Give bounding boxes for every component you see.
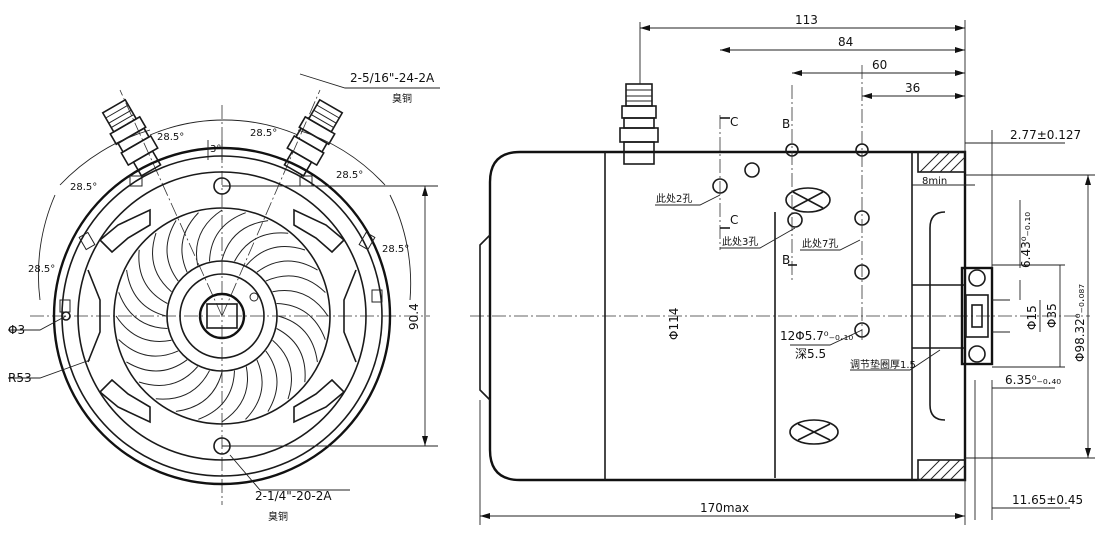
fan-blade <box>276 303 326 340</box>
thread-top-note: 臭铜 <box>392 92 412 105</box>
fan-blade <box>155 370 210 400</box>
fan-blade <box>234 232 289 262</box>
fan-blade <box>138 249 168 304</box>
fan-blade <box>175 371 223 412</box>
note-gasket: 调节垫圈厚1.5 <box>850 358 916 371</box>
flange-hatch-bottom <box>919 459 966 481</box>
fan-blade <box>181 212 199 273</box>
dim-84: 84 <box>838 35 853 49</box>
fan-blade <box>198 370 235 420</box>
depth-label: 深5.5 <box>795 347 826 361</box>
note-7holes: 此处7孔 <box>802 237 838 250</box>
fan-blade <box>245 359 263 420</box>
fan-blades <box>115 209 329 423</box>
fan-blade <box>265 350 278 412</box>
fan-blade <box>115 315 172 342</box>
dim-length: 170max <box>700 501 749 515</box>
fan-blade <box>272 339 292 400</box>
fan-blade <box>245 246 306 266</box>
fan-blade <box>196 209 223 266</box>
small-angle-label: 3° <box>210 144 221 155</box>
fan-blade <box>126 269 167 317</box>
section-c-top: C <box>730 115 738 129</box>
hub-circle <box>179 273 265 359</box>
dim-dia98: Φ98.32⁰₋₀.₀₈₇ <box>1073 284 1087 362</box>
fan-blade <box>126 359 188 372</box>
hole-label: Φ3 <box>8 323 25 337</box>
dim-dia35: Φ35 <box>1045 303 1059 328</box>
rotor-outer-circle <box>113 207 331 425</box>
shaft-keyway <box>206 303 238 329</box>
fan-blade <box>221 220 269 261</box>
fan-blade <box>265 275 326 293</box>
front-view: 28.5° 28.5° 28.5° 28.5° 28.5° 28.5° 3° 2… <box>8 71 440 523</box>
dim-36: 36 <box>905 81 920 95</box>
dim-60: 60 <box>872 58 887 72</box>
holes-12: 12Φ5.7⁰₋₀.₁₀ <box>780 329 853 343</box>
commutator-circle <box>166 260 278 372</box>
flange-hatch-top <box>919 151 966 173</box>
section-b-bottom: B <box>782 253 790 267</box>
fan-blade <box>152 232 172 293</box>
radius-label: R53 <box>8 371 32 385</box>
small-hole <box>249 292 259 302</box>
angle-label-far-left: 28.5° <box>28 264 55 275</box>
dim-8min: 8min <box>922 176 947 187</box>
angle-label-top-left: 28.5° <box>157 132 184 143</box>
dim-dia15: Φ15 <box>1025 305 1039 330</box>
angle-label-left: 28.5° <box>70 182 97 193</box>
dim-1165: 11.65±0.45 <box>1012 493 1083 507</box>
dim-113: 113 <box>795 13 818 27</box>
fan-blade <box>118 339 179 357</box>
thread-bottom-note: 臭铜 <box>268 510 288 523</box>
thread-top-label: 2-5/16"-24-2A <box>350 71 435 85</box>
motor-body <box>488 150 967 482</box>
fan-blade <box>166 220 179 282</box>
fan-blade <box>276 328 306 383</box>
side-view: 113 84 60 36 170max 2.77±0.127 8min 6.43… <box>470 13 1095 525</box>
shaft-circle <box>198 292 246 340</box>
fan-blade <box>272 290 329 317</box>
angle-label-right: 28.5° <box>336 170 363 181</box>
section-b-top: B <box>782 117 790 131</box>
stator-circle <box>77 171 367 461</box>
fan-blade <box>209 212 246 262</box>
pole-pieces <box>87 208 357 424</box>
thread-bottom-label: 2-1/4"-20-2A <box>255 489 332 503</box>
dim-dia114: Φ114 <box>667 308 681 340</box>
fan-blade <box>256 260 318 273</box>
angle-label-top: 28.5° <box>250 128 277 139</box>
note-3holes: 此处3孔 <box>722 235 758 248</box>
height-dim-label: 90.4 <box>407 303 421 330</box>
note-2holes: 此处2孔 <box>656 192 692 205</box>
dim-flange: 2.77±0.127 <box>1010 128 1081 142</box>
dim-643: 6.43⁰₋₀.₁₀ <box>1019 212 1033 268</box>
dim-635: 6.35⁰₋₀.₄₀ <box>1005 373 1061 387</box>
fan-blade <box>221 366 248 423</box>
terminal-post-right <box>283 98 344 177</box>
side-terminal-post <box>619 83 659 165</box>
bearing <box>960 266 994 366</box>
fan-blade <box>118 292 168 329</box>
fan-blade <box>138 366 199 386</box>
section-c-bottom: C <box>730 213 738 227</box>
fan-blade <box>277 315 318 363</box>
terminal-post-left <box>101 98 162 177</box>
angle-label-far-right: 28.5° <box>382 244 409 255</box>
